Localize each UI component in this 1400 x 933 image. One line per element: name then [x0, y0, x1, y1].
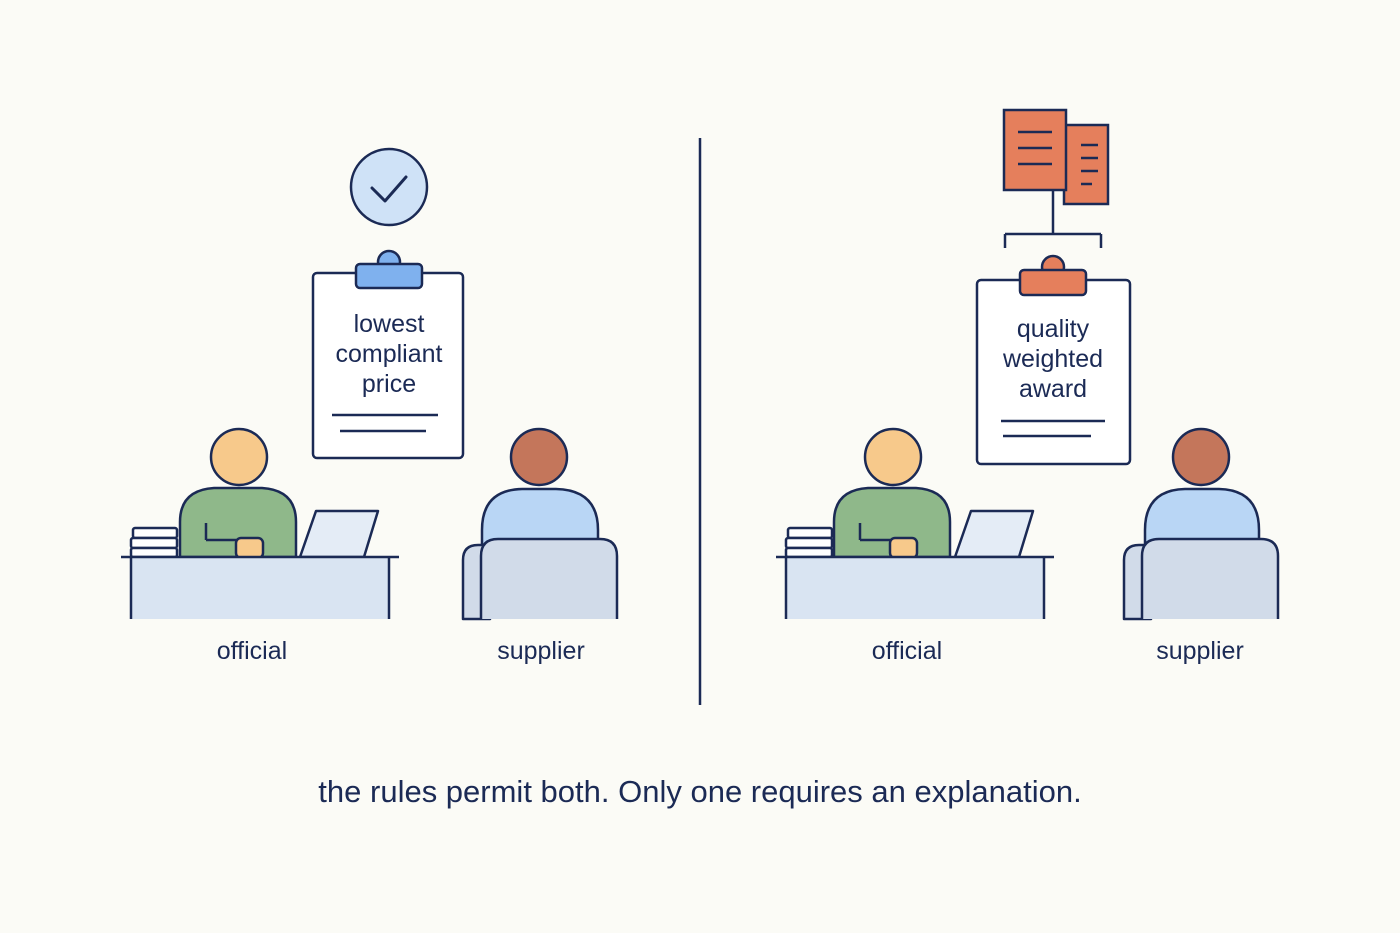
documents-icon: [1002, 108, 1110, 206]
clipboard-clip: [354, 249, 424, 290]
official-hand: [888, 536, 919, 560]
clipboard-clip: [1018, 254, 1088, 297]
desk: [776, 555, 1054, 619]
right-panel: quality weighted award: [776, 108, 1280, 665]
left-panel: lowest compliant price: [121, 147, 619, 665]
supplier-head: [509, 427, 569, 487]
official-figure: [776, 427, 1054, 619]
supplier-torso: [480, 487, 600, 547]
supplier-label: supplier: [1156, 637, 1244, 665]
papers-stack: [129, 526, 179, 559]
official-head: [863, 427, 923, 487]
clipboard-quality-weighted-award: quality weighted award: [975, 254, 1132, 466]
clipboard-text-line-1: quality: [1017, 315, 1090, 343]
official-label: official: [217, 637, 287, 665]
chair: [1122, 537, 1280, 621]
clipboard-text-line-1: lowest: [354, 310, 425, 338]
connector-bracket: [1003, 190, 1103, 248]
official-hand: [234, 536, 265, 560]
desk: [121, 555, 399, 619]
clipboard-text-line-3: award: [1019, 375, 1087, 403]
official-label: official: [872, 637, 942, 665]
laptop-icon: [298, 509, 380, 559]
check-circle-icon: [349, 147, 429, 227]
supplier-torso: [1143, 487, 1261, 547]
clipboard-lowest-compliant-price: lowest compliant price: [311, 249, 465, 460]
chair: [461, 537, 619, 621]
caption: the rules permit both. Only one requires…: [318, 774, 1081, 809]
supplier-head: [1171, 427, 1231, 487]
supplier-figure: [461, 427, 619, 621]
clipboard-text-line-2: weighted: [1002, 345, 1103, 373]
clipboard-text-line-3: price: [362, 370, 416, 398]
supplier-figure: [1122, 427, 1280, 621]
supplier-label: supplier: [497, 637, 585, 665]
laptop-icon: [953, 509, 1035, 559]
clipboard-text-line-2: compliant: [336, 340, 443, 368]
official-head: [209, 427, 269, 487]
official-figure: [121, 427, 399, 619]
papers-stack: [784, 526, 834, 559]
